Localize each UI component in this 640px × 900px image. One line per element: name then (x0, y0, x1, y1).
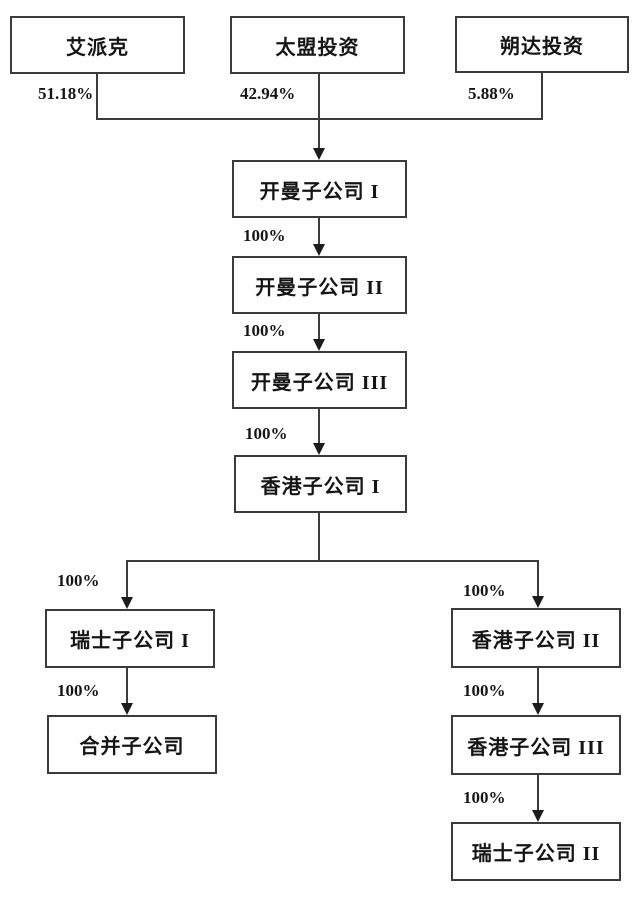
connector-swiss1-merged (126, 668, 128, 705)
node-hk1-box: 香港子公司 I (234, 455, 407, 513)
node-cayman1-label: 开曼子公司 I (259, 180, 380, 203)
edge-label-hk1-swiss1: 100% (57, 571, 100, 590)
arrow-down-icon (313, 443, 325, 455)
node-merged-label: 合并子公司 (79, 736, 185, 758)
arrow-down-icon (532, 596, 544, 608)
connector-split-right (537, 560, 539, 598)
edge-label-hk2-hk3: 100% (463, 681, 506, 700)
node-pag-box: 太盟投资 (230, 16, 405, 74)
edge-label-hk3-swiss2: 100% (463, 788, 506, 807)
arrow-down-icon (532, 810, 544, 822)
node-apex-box: 艾派克 (10, 16, 185, 74)
arrow-down-icon (532, 703, 544, 715)
edge-label-cayman2-cayman3: 100% (243, 321, 286, 340)
node-hk3-label: 香港子公司 III (467, 736, 605, 759)
connector-cayman3-hk1 (318, 409, 320, 445)
connector-hk1-down (318, 513, 320, 561)
connector-pag-cayman1 (318, 74, 320, 150)
connector-split-left (126, 560, 128, 598)
node-swiss1-box: 瑞士子公司 I (45, 609, 215, 668)
node-swiss2-box: 瑞士子公司 II (451, 822, 621, 881)
edge-label-pag-pct: 42.94% (240, 84, 296, 103)
arrow-down-icon (121, 597, 133, 609)
node-merged-box: 合并子公司 (47, 715, 217, 774)
edge-label-hk1-hk2: 100% (463, 581, 506, 600)
connector-apex-down (96, 74, 98, 120)
connector-hk2-hk3 (537, 668, 539, 705)
edge-label-apex-pct: 51.18% (38, 84, 94, 103)
node-hk1-label: 香港子公司 I (260, 475, 381, 498)
node-hk2-box: 香港子公司 II (451, 608, 621, 668)
edge-label-cayman3-hk1: 100% (245, 424, 288, 443)
connector-hk3-swiss2 (537, 775, 539, 812)
arrow-down-icon (313, 339, 325, 351)
arrow-down-icon (121, 703, 133, 715)
node-swiss2-label: 瑞士子公司 II (471, 843, 601, 865)
connector-cayman2-cayman3 (318, 314, 320, 341)
arrow-down-icon (313, 244, 325, 256)
edge-label-cayman1-cayman2: 100% (243, 226, 286, 245)
node-cayman1-box: 开曼子公司 I (232, 160, 407, 218)
edge-label-swiss1-merged: 100% (57, 681, 100, 700)
edge-label-shuoda-pct: 5.88% (468, 84, 515, 103)
connector-cayman1-cayman2 (318, 218, 320, 246)
connector-split-horizontal (126, 560, 538, 562)
node-cayman3-box: 开曼子公司 III (232, 351, 407, 409)
node-shuoda-box: 朔达投资 (455, 16, 629, 73)
node-cayman2-label: 开曼子公司 II (255, 276, 384, 299)
node-pag-label: 太盟投资 (275, 36, 360, 59)
arrow-down-icon (313, 148, 325, 160)
node-swiss1-label: 瑞士子公司 I (70, 630, 190, 652)
node-hk2-label: 香港子公司 II (471, 629, 601, 652)
node-cayman2-box: 开曼子公司 II (232, 256, 407, 314)
node-apex-label: 艾派克 (66, 36, 129, 59)
node-hk3-box: 香港子公司 III (451, 715, 621, 775)
connector-shuoda-down (541, 73, 543, 120)
node-cayman3-label: 开曼子公司 III (250, 371, 389, 394)
node-shuoda-label: 朔达投资 (500, 36, 584, 58)
